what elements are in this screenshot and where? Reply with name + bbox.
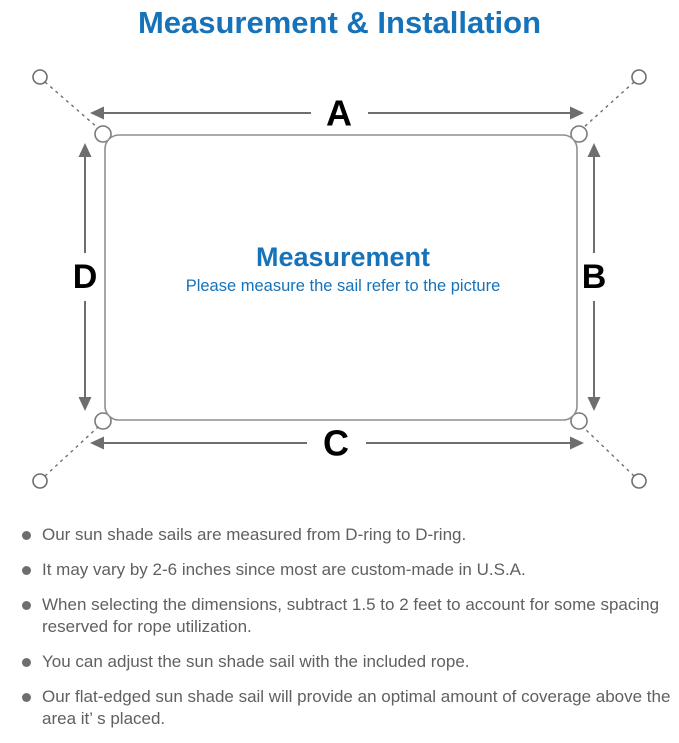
anchor-point-bottom-right	[631, 473, 647, 489]
list-item: It may vary by 2-6 inches since most are…	[22, 559, 677, 581]
arrowhead-right-icon	[570, 106, 584, 120]
page-title: Measurement & Installation	[137, 5, 542, 40]
rope-dashed-lines	[44, 81, 635, 477]
bullet-icon	[22, 601, 31, 610]
dimension-label-a: A	[326, 93, 352, 134]
rope-top-left	[44, 81, 99, 129]
list-item: When selecting the dimensions, subtract …	[22, 594, 677, 638]
note-text: Our sun shade sails are measured from D-…	[42, 525, 467, 544]
sail-measurement-diagram: A C D B Measurement Please measure the s…	[32, 69, 647, 489]
bullet-icon	[22, 658, 31, 667]
bullet-icon	[22, 531, 31, 540]
dimension-arrow-c	[90, 436, 584, 450]
rope-bottom-left	[44, 426, 99, 477]
note-text: When selecting the dimensions, subtract …	[42, 595, 660, 636]
note-text: You can adjust the sun shade sail with t…	[42, 652, 470, 671]
d-ring-top-left	[94, 125, 112, 143]
note-text: Our flat-edged sun shade sail will provi…	[42, 687, 671, 728]
arrowhead-up-icon	[78, 143, 92, 157]
bullet-icon	[22, 693, 31, 702]
rope-bottom-right	[582, 426, 635, 477]
notes-list: Our sun shade sails are measured from D-…	[0, 524, 679, 743]
arrowhead-up-icon	[587, 143, 601, 157]
dimension-label-d: D	[73, 258, 98, 296]
arrowhead-left-icon	[90, 106, 104, 120]
d-ring-top-right	[570, 125, 588, 143]
d-ring-bottom-right	[570, 412, 588, 430]
dimension-label-b: B	[582, 258, 607, 296]
rope-top-right	[582, 81, 635, 129]
d-ring-bottom-left	[94, 412, 112, 430]
bullet-icon	[22, 566, 31, 575]
note-text: It may vary by 2-6 inches since most are…	[42, 560, 526, 579]
dimension-label-c: C	[323, 423, 349, 464]
diagram-subheading: Please measure the sail refer to the pic…	[186, 277, 501, 295]
anchor-point-top-left	[32, 69, 48, 85]
arrowhead-down-icon	[78, 397, 92, 411]
dimension-arrow-d	[78, 143, 92, 411]
list-item: Our sun shade sails are measured from D-…	[22, 524, 677, 546]
arrowhead-right-icon	[570, 436, 584, 450]
anchor-point-bottom-left	[32, 473, 48, 489]
arrowhead-down-icon	[587, 397, 601, 411]
anchor-point-top-right	[631, 69, 647, 85]
dimension-arrow-a	[90, 106, 584, 120]
list-item: You can adjust the sun shade sail with t…	[22, 651, 677, 673]
dimension-arrow-b	[587, 143, 601, 411]
sail-rectangle	[104, 134, 578, 421]
diagram-heading: Measurement	[256, 242, 430, 272]
list-item: Our flat-edged sun shade sail will provi…	[22, 686, 677, 730]
arrowhead-left-icon	[90, 436, 104, 450]
